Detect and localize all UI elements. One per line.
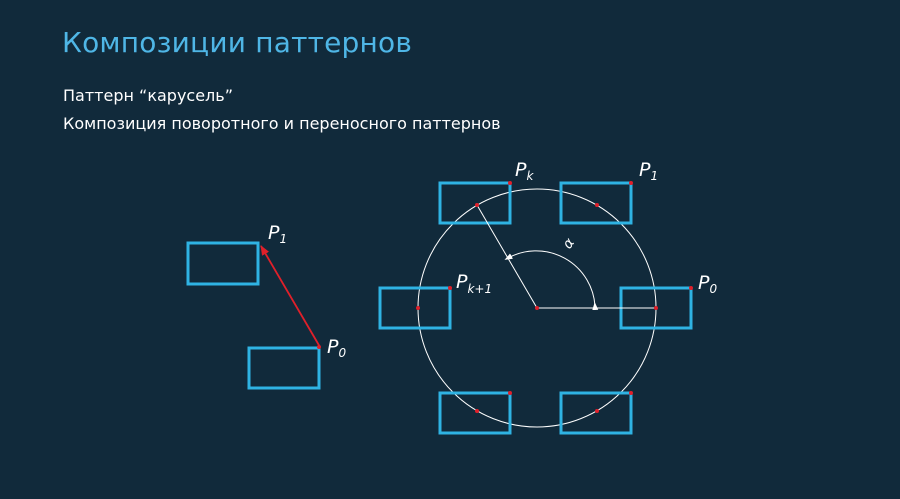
label-pk1-base: P — [456, 271, 468, 293]
point-pk1-corner — [448, 286, 452, 290]
point-pk1-on-circle — [416, 306, 420, 310]
label-p0-left-sub: 0 — [338, 346, 346, 360]
label-pk-base: P — [515, 159, 527, 181]
label-p1-left: P1 — [268, 222, 287, 246]
point-bl-corner — [508, 391, 512, 395]
angle-label: α — [560, 235, 579, 252]
label-pk-sub: k — [526, 169, 534, 183]
point-br-corner — [629, 391, 633, 395]
label-pk1: Pk+1 — [456, 271, 492, 296]
translation-vector — [260, 245, 321, 348]
center-point — [535, 306, 539, 310]
translation-pattern: P1 P0 — [186, 222, 346, 390]
pattern-rect-bottom-left — [438, 391, 512, 435]
label-p1-right-base: P — [639, 159, 651, 181]
angle-arc — [504, 250, 599, 311]
pattern-rect-pk — [438, 181, 512, 225]
label-p0-right-sub: 0 — [709, 282, 717, 296]
pattern-rect-p1-right — [559, 181, 633, 225]
subtitle-carousel: Паттерн “карусель” — [63, 86, 233, 105]
point-pk-on-circle — [475, 203, 479, 207]
pattern-rect-p0 — [247, 346, 321, 390]
point-p0-marker — [317, 345, 321, 349]
slide-title: Композиции паттернов — [62, 26, 413, 59]
label-pk1-sub: k+1 — [467, 282, 492, 296]
point-p1-on-circle — [595, 203, 599, 207]
label-p0-right: P0 — [698, 272, 717, 296]
label-p0-left-base: P — [327, 336, 339, 358]
label-p0-right-base: P — [698, 272, 710, 294]
pattern-rect-p1 — [186, 241, 260, 286]
point-p0-corner — [689, 286, 693, 290]
point-bl-on-circle — [475, 409, 479, 413]
label-p1-right-sub: 1 — [650, 169, 658, 183]
subtitle-composition: Композиция поворотного и переносного пат… — [63, 114, 501, 133]
point-p0-on-circle — [654, 306, 658, 310]
label-p1-left-sub: 1 — [279, 232, 287, 246]
label-p1-right: P1 — [639, 159, 658, 183]
label-pk: Pk — [515, 159, 534, 183]
pattern-rect-pk1 — [378, 286, 452, 330]
point-br-on-circle — [595, 409, 599, 413]
point-pk-corner — [508, 181, 512, 185]
rotation-pattern: α Pk P1 Pk+1 P0 — [378, 159, 717, 435]
label-p1-left-base: P — [268, 222, 280, 244]
point-p1-corner — [629, 181, 633, 185]
label-p0-left: P0 — [327, 336, 346, 360]
pattern-rect-bottom-right — [559, 391, 633, 435]
